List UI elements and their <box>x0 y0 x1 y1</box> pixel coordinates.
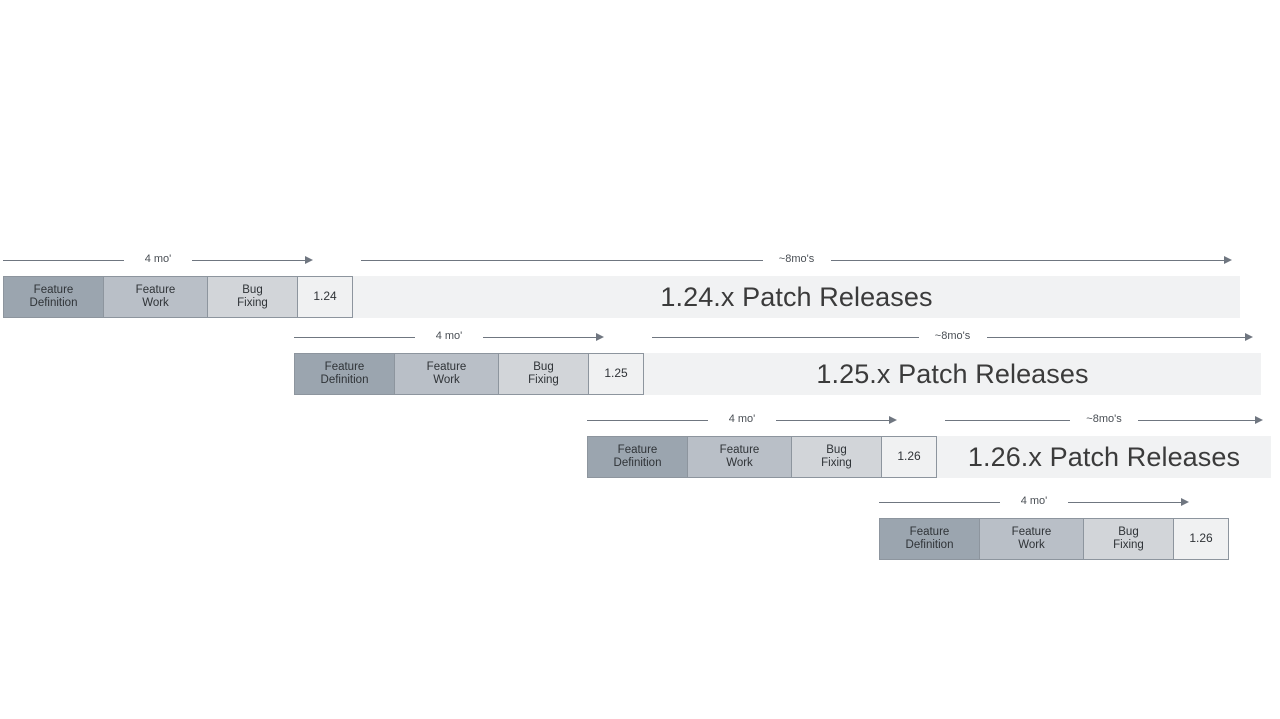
measure-arrowhead-icon <box>889 416 897 424</box>
patch-release-label: 1.24.x Patch Releases <box>660 281 933 312</box>
measure-rule-right <box>192 260 305 261</box>
measure-label: ~8mo's <box>1081 413 1127 425</box>
phase-bug-fixing-line1: Bug <box>533 360 554 373</box>
measure-label: ~8mo's <box>773 253 820 265</box>
measure-rule-right <box>986 337 1245 338</box>
version-tag[interactable]: 1.25 <box>588 353 644 395</box>
dev-duration-measure: 4 mo' <box>879 492 1189 512</box>
phase-feature-work-line1: Feature <box>719 443 760 456</box>
phase-bug-fixing-line2: Fixing <box>237 297 268 309</box>
dev-duration-measure: 4 mo' <box>587 410 897 430</box>
phase-feature-definition-line2: Definition <box>320 374 369 386</box>
version-tag-line1: 1.24 <box>313 289 337 304</box>
measure-rule-right <box>1068 502 1181 503</box>
version-tag-line1: 1.25 <box>604 366 628 381</box>
phase-bug-fixing-line1: Bug <box>242 283 263 296</box>
measure-arrowhead-icon <box>596 333 604 341</box>
phase-bug-fixing-line1: Bug <box>826 443 847 456</box>
phase-feature-definition-line1: Feature <box>33 283 74 296</box>
version-tag-line1: 1.26 <box>1189 531 1213 546</box>
measure-rule-right <box>776 420 889 421</box>
measure-rule-right <box>1138 420 1255 421</box>
measure-label: 4 mo' <box>430 330 468 342</box>
phase-feature-work-line2: Work <box>142 297 169 309</box>
measure-rule-left <box>3 260 124 261</box>
phase-feature-definition-line2: Definition <box>29 297 78 309</box>
phase-feature-work-line1: Feature <box>1011 525 1052 538</box>
phase-feature-definition-line2: Definition <box>905 539 954 551</box>
measure-rule-left <box>587 420 708 421</box>
phase-feature-definition-line1: Feature <box>617 443 658 456</box>
version-tag-line1: 1.26 <box>897 449 921 464</box>
patch-duration-measure: ~8mo's <box>361 250 1232 270</box>
phase-feature-definition-line1: Feature <box>909 525 950 538</box>
phase-bug-fixing-line1: Bug <box>1118 525 1139 538</box>
phase-bug-fixing-line2: Fixing <box>1113 539 1144 551</box>
version-tag[interactable]: 1.26 <box>881 436 937 478</box>
version-tag[interactable]: 1.26 <box>1173 518 1229 560</box>
phase-feature-work-line2: Work <box>726 457 753 469</box>
patch-release-band: 1.24.x Patch Releases <box>353 276 1240 318</box>
phase-feature-work-line2: Work <box>1018 539 1045 551</box>
dev-duration-measure: 4 mo' <box>294 327 604 347</box>
measure-arrowhead-icon <box>1245 333 1253 341</box>
measure-label: ~8mo's <box>929 330 976 342</box>
phase-feature-definition-line2: Definition <box>613 457 662 469</box>
measure-arrowhead-icon <box>1181 498 1189 506</box>
phase-feature-work-line1: Feature <box>135 283 176 296</box>
patch-release-label: 1.25.x Patch Releases <box>816 358 1089 389</box>
phase-bug-fixing-line2: Fixing <box>528 374 559 386</box>
measure-label: 4 mo' <box>723 413 761 425</box>
measure-rule-left <box>294 337 415 338</box>
measure-rule-left <box>879 502 1000 503</box>
measure-arrowhead-icon <box>1255 416 1263 424</box>
patch-duration-measure: ~8mo's <box>945 410 1263 430</box>
measure-rule-right <box>830 260 1224 261</box>
patch-release-band: 1.26.x Patch Releases <box>937 436 1271 478</box>
measure-arrowhead-icon <box>1224 256 1232 264</box>
phase-feature-work-line2: Work <box>433 374 460 386</box>
measure-label: 4 mo' <box>1015 495 1053 507</box>
measure-arrowhead-icon <box>305 256 313 264</box>
measure-rule-right <box>483 337 596 338</box>
version-tag[interactable]: 1.24 <box>297 276 353 318</box>
phase-feature-work-line1: Feature <box>426 360 467 373</box>
dev-duration-measure: 4 mo' <box>3 250 313 270</box>
patch-release-label: 1.26.x Patch Releases <box>967 441 1241 472</box>
measure-rule-left <box>361 260 763 261</box>
measure-rule-left <box>945 420 1070 421</box>
phase-bug-fixing-line2: Fixing <box>821 457 852 469</box>
measure-rule-left <box>652 337 919 338</box>
patch-duration-measure: ~8mo's <box>652 327 1253 347</box>
measure-label: 4 mo' <box>139 253 177 265</box>
phase-feature-definition-line1: Feature <box>324 360 365 373</box>
patch-release-band: 1.25.x Patch Releases <box>644 353 1261 395</box>
